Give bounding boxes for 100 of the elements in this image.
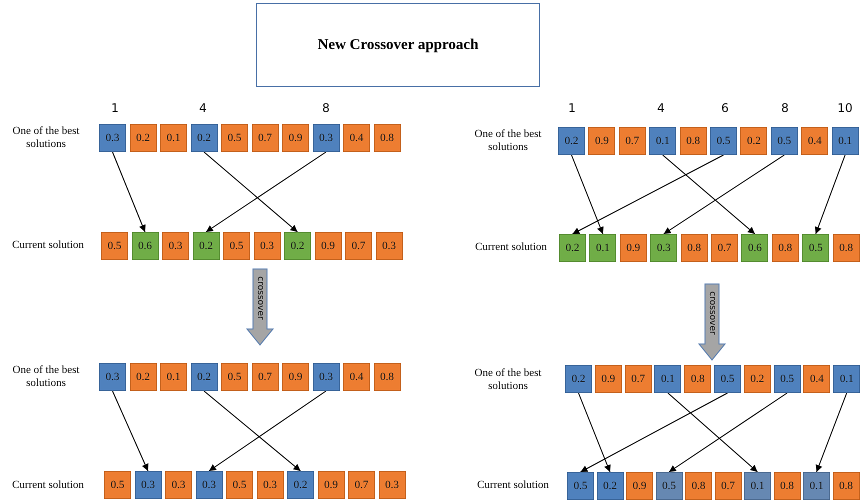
gene-cell: 0.3 (99, 363, 126, 391)
row-label: One of the best solutions (474, 128, 542, 154)
arrow (571, 154, 604, 234)
gene-cell: 0.2 (559, 234, 586, 262)
gene-cell: 0.7 (711, 234, 738, 262)
gene-cell: 0.3 (376, 232, 402, 260)
gene-cell: 0.8 (772, 234, 799, 262)
row-label: One of the best solutions (12, 125, 80, 152)
gene-cell: 0.2 (287, 471, 314, 499)
gene-cell: 0.4 (343, 363, 370, 391)
arrow (578, 392, 611, 472)
gene-cell: 0.9 (620, 234, 647, 262)
crossover-block-arrow (246, 268, 274, 346)
gene-cell: 0.7 (348, 471, 375, 499)
gene-cell: 0.8 (680, 234, 708, 262)
arrow (572, 154, 724, 234)
gene-cell: 0.4 (343, 124, 370, 152)
gene-cell: 0.9 (588, 127, 616, 155)
arrow (667, 392, 758, 472)
gene-cell: 0.7 (345, 232, 372, 260)
gene-cell: 0.9 (318, 471, 344, 499)
position-number: 6 (720, 101, 730, 115)
gene-cell: 0.2 (192, 232, 220, 260)
gene-cell: 0.1 (832, 127, 859, 155)
gene-cell: 0.1 (833, 365, 860, 393)
position-number: 4 (656, 101, 666, 115)
gene-cell: 0.3 (312, 363, 340, 391)
crossover-block-arrow (698, 283, 726, 361)
gene-cell: 0.5 (802, 234, 830, 262)
gene-cell: 0.5 (221, 124, 248, 152)
position-number: 4 (198, 101, 208, 115)
gene-cell: 0.2 (565, 365, 592, 393)
arrow (204, 390, 301, 472)
arrow (814, 154, 846, 234)
arrow (112, 390, 148, 472)
gene-cell: 0.3 (165, 471, 192, 499)
gene-cell: 0.3 (378, 471, 406, 499)
row-label: Current solution (474, 241, 548, 254)
gene-cell: 0.5 (710, 127, 737, 155)
arrow (580, 392, 728, 472)
gene-cell: 0.8 (374, 124, 400, 152)
row-label: One of the best solutions (474, 367, 542, 394)
gene-cell: 0.2 (744, 365, 771, 393)
gene-cell: 0.8 (684, 365, 712, 393)
arrow-label: crossover (707, 292, 717, 336)
gene-cell: 0.3 (256, 471, 284, 499)
position-number: 8 (780, 101, 790, 115)
gene-cell: 0.5 (101, 232, 128, 260)
arrow (668, 392, 788, 472)
gene-cell: 0.7 (252, 363, 278, 391)
gene-cell: 0.3 (134, 471, 162, 499)
gene-cell: 0.9 (282, 124, 309, 152)
gene-cell: 0.9 (626, 472, 653, 500)
arrow (204, 152, 298, 232)
row-label: Current solution (476, 479, 550, 492)
gene-cell: 0.5 (567, 472, 594, 500)
arrow-label: crossover (255, 276, 265, 320)
gene-cell: 0.5 (656, 472, 682, 500)
gene-cell: 0.7 (252, 124, 278, 152)
row-label: Current solution (11, 239, 85, 252)
gene-cell: 0.9 (314, 232, 342, 260)
gene-cell: 0.7 (714, 472, 742, 500)
gene-cell: 0.3 (312, 124, 340, 152)
row-label: One of the best solutions (12, 364, 80, 390)
gene-cell: 0.8 (832, 472, 860, 500)
gene-cell: 0.9 (594, 365, 622, 393)
gene-cell: 0.5 (223, 232, 250, 260)
arrow (208, 390, 326, 472)
gene-cell: 0.5 (714, 365, 741, 393)
gene-cell: 0.3 (196, 471, 222, 499)
gene-cell: 0.8 (832, 234, 860, 262)
gene-cell: 0.5 (104, 471, 131, 499)
gene-cell: 0.3 (162, 232, 189, 260)
arrow (206, 152, 326, 232)
gene-cell: 0.8 (685, 472, 712, 500)
gene-cell: 0.8 (680, 127, 707, 155)
gene-cell: 0.5 (770, 127, 798, 155)
position-number: 10 (836, 101, 854, 115)
gene-cell: 0.3 (99, 124, 126, 152)
gene-cell: 0.3 (254, 232, 280, 260)
gene-cell: 0.1 (649, 127, 676, 155)
position-number: 1 (110, 101, 120, 115)
gene-cell: 0.7 (618, 127, 646, 155)
gene-cell: 0.1 (160, 124, 187, 152)
gene-cell: 0.2 (130, 363, 156, 391)
title: New Crossover approach (318, 36, 478, 54)
gene-cell: 0.2 (740, 127, 768, 155)
gene-cell: 0.8 (774, 472, 800, 500)
gene-cell: 0.1 (803, 472, 830, 500)
arrow (112, 152, 146, 232)
gene-cell: 0.2 (130, 124, 156, 152)
gene-cell: 0.9 (282, 363, 309, 391)
gene-cell: 0.4 (801, 127, 828, 155)
gene-cell: 0.6 (132, 232, 158, 260)
gene-cell: 0.2 (558, 127, 585, 155)
gene-cell: 0.7 (624, 365, 652, 393)
gene-cell: 0.5 (221, 363, 248, 391)
row-label: Current solution (11, 479, 85, 492)
arrow (662, 154, 756, 234)
gene-cell: 0.5 (226, 471, 253, 499)
